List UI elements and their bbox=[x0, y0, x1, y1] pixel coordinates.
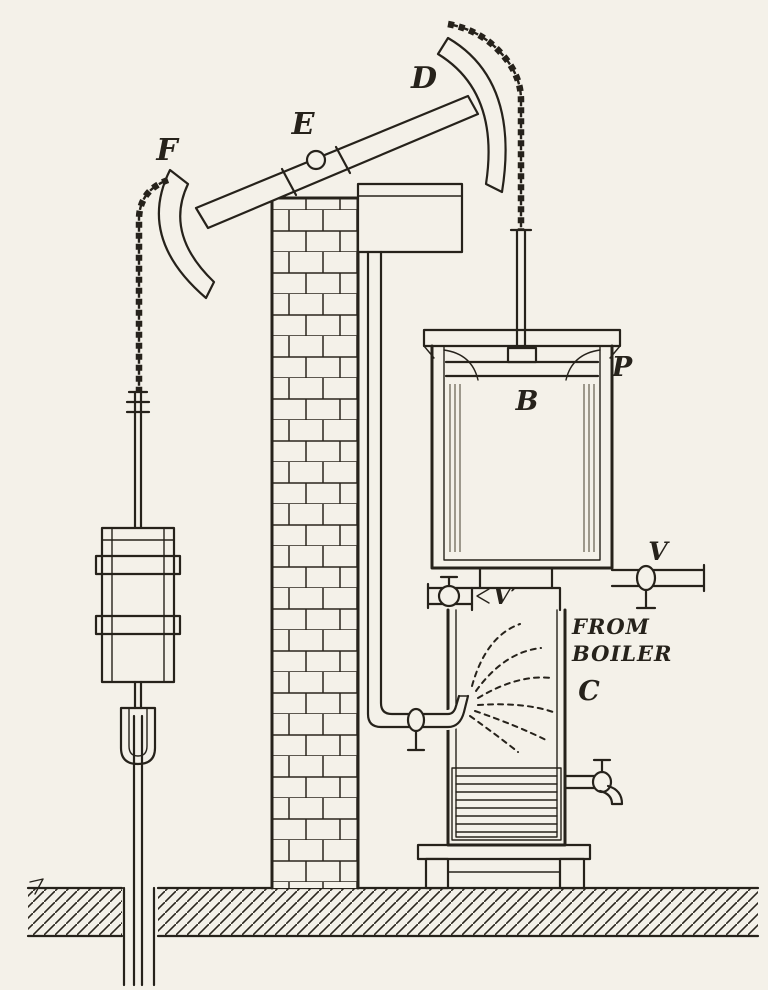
ground-hatch-left bbox=[28, 889, 122, 935]
injection-valve-body bbox=[437, 584, 461, 608]
injection-cock-handle bbox=[406, 729, 426, 752]
label-e: E bbox=[291, 107, 316, 142]
well-shaft bbox=[122, 886, 156, 987]
label-v: V bbox=[648, 537, 670, 566]
label-f: F bbox=[155, 133, 180, 168]
beam-body bbox=[194, 94, 480, 230]
pump-rod-upper bbox=[125, 390, 151, 530]
label-p: P bbox=[611, 352, 633, 383]
pillar-outline bbox=[270, 196, 360, 890]
drain-tap bbox=[563, 758, 624, 806]
pump-gear bbox=[94, 390, 182, 987]
label-b: B bbox=[515, 386, 539, 417]
injection-valve-stem bbox=[439, 575, 459, 588]
beam-pivot-pin bbox=[305, 149, 327, 171]
arch-head-right bbox=[436, 36, 507, 194]
cap-block bbox=[356, 182, 464, 254]
stuffing-box bbox=[506, 346, 538, 364]
plunger-body bbox=[100, 526, 176, 684]
bore-shading bbox=[449, 384, 595, 552]
stand-leg-right bbox=[558, 857, 586, 890]
chain-left-links bbox=[137, 178, 169, 392]
pump-rod-lower bbox=[132, 714, 144, 987]
injection-pipe bbox=[366, 250, 472, 752]
beam-center-box bbox=[280, 145, 352, 197]
cylinder-inner-wall bbox=[443, 345, 601, 561]
chain-right-links bbox=[447, 22, 523, 230]
clevis-fork-inner bbox=[128, 707, 148, 757]
stand-plate bbox=[416, 843, 592, 861]
masonry-cap bbox=[356, 182, 464, 254]
ground bbox=[26, 878, 760, 938]
spray-arc bbox=[469, 715, 519, 753]
cylinder-flange bbox=[422, 328, 622, 348]
walking-beam bbox=[157, 36, 507, 300]
chains bbox=[135, 20, 525, 392]
steam-pipe bbox=[610, 563, 706, 593]
valve-junction bbox=[426, 563, 706, 612]
stand-leg-left bbox=[424, 857, 450, 890]
steam-valve-handle bbox=[635, 588, 657, 610]
injection-valve-pointer bbox=[476, 588, 490, 604]
label-v-prime: V′ bbox=[493, 583, 517, 610]
drain-tap-spout bbox=[598, 784, 624, 806]
injection-cock-body bbox=[406, 707, 426, 733]
spray-arc bbox=[477, 703, 554, 713]
label-from-boiler-line1: FROM bbox=[571, 614, 650, 639]
plunger-band-lower bbox=[94, 614, 182, 636]
stand bbox=[416, 843, 592, 890]
piston-rod bbox=[506, 228, 538, 364]
drain-tap-body bbox=[591, 770, 613, 794]
steam-valve-body bbox=[635, 564, 657, 592]
cylinder-neck bbox=[478, 566, 554, 590]
engraving-mark bbox=[29, 878, 44, 895]
water-lines bbox=[455, 775, 558, 833]
pump-rod-stub bbox=[133, 680, 143, 710]
cylinder-body bbox=[430, 344, 614, 570]
spray-arc bbox=[475, 647, 542, 692]
spray-arc bbox=[471, 623, 521, 687]
drain-pipe bbox=[563, 774, 600, 790]
junction-box bbox=[470, 586, 562, 612]
water-spray bbox=[469, 623, 554, 753]
water-tank bbox=[451, 767, 562, 841]
label-d: D bbox=[410, 61, 437, 96]
ground-hatch-right bbox=[158, 889, 758, 935]
spray-arc bbox=[477, 676, 553, 699]
label-from-boiler-line2: BOILER bbox=[571, 641, 672, 666]
pipe-underlay bbox=[390, 702, 472, 730]
brick-pillar bbox=[270, 196, 360, 890]
well-walls bbox=[122, 886, 156, 987]
drain-tap-handle bbox=[592, 758, 612, 774]
label-c: C bbox=[578, 676, 600, 707]
plunger-inner-lines bbox=[101, 527, 175, 683]
arch-head-left bbox=[157, 168, 216, 300]
brickwork bbox=[272, 198, 358, 888]
spray-arc bbox=[474, 710, 547, 741]
plunger-band-upper bbox=[94, 554, 182, 576]
clevis-fork-outer bbox=[119, 706, 157, 766]
figure-labels: D E F P B V V′ C FROM BOILER bbox=[155, 61, 672, 707]
